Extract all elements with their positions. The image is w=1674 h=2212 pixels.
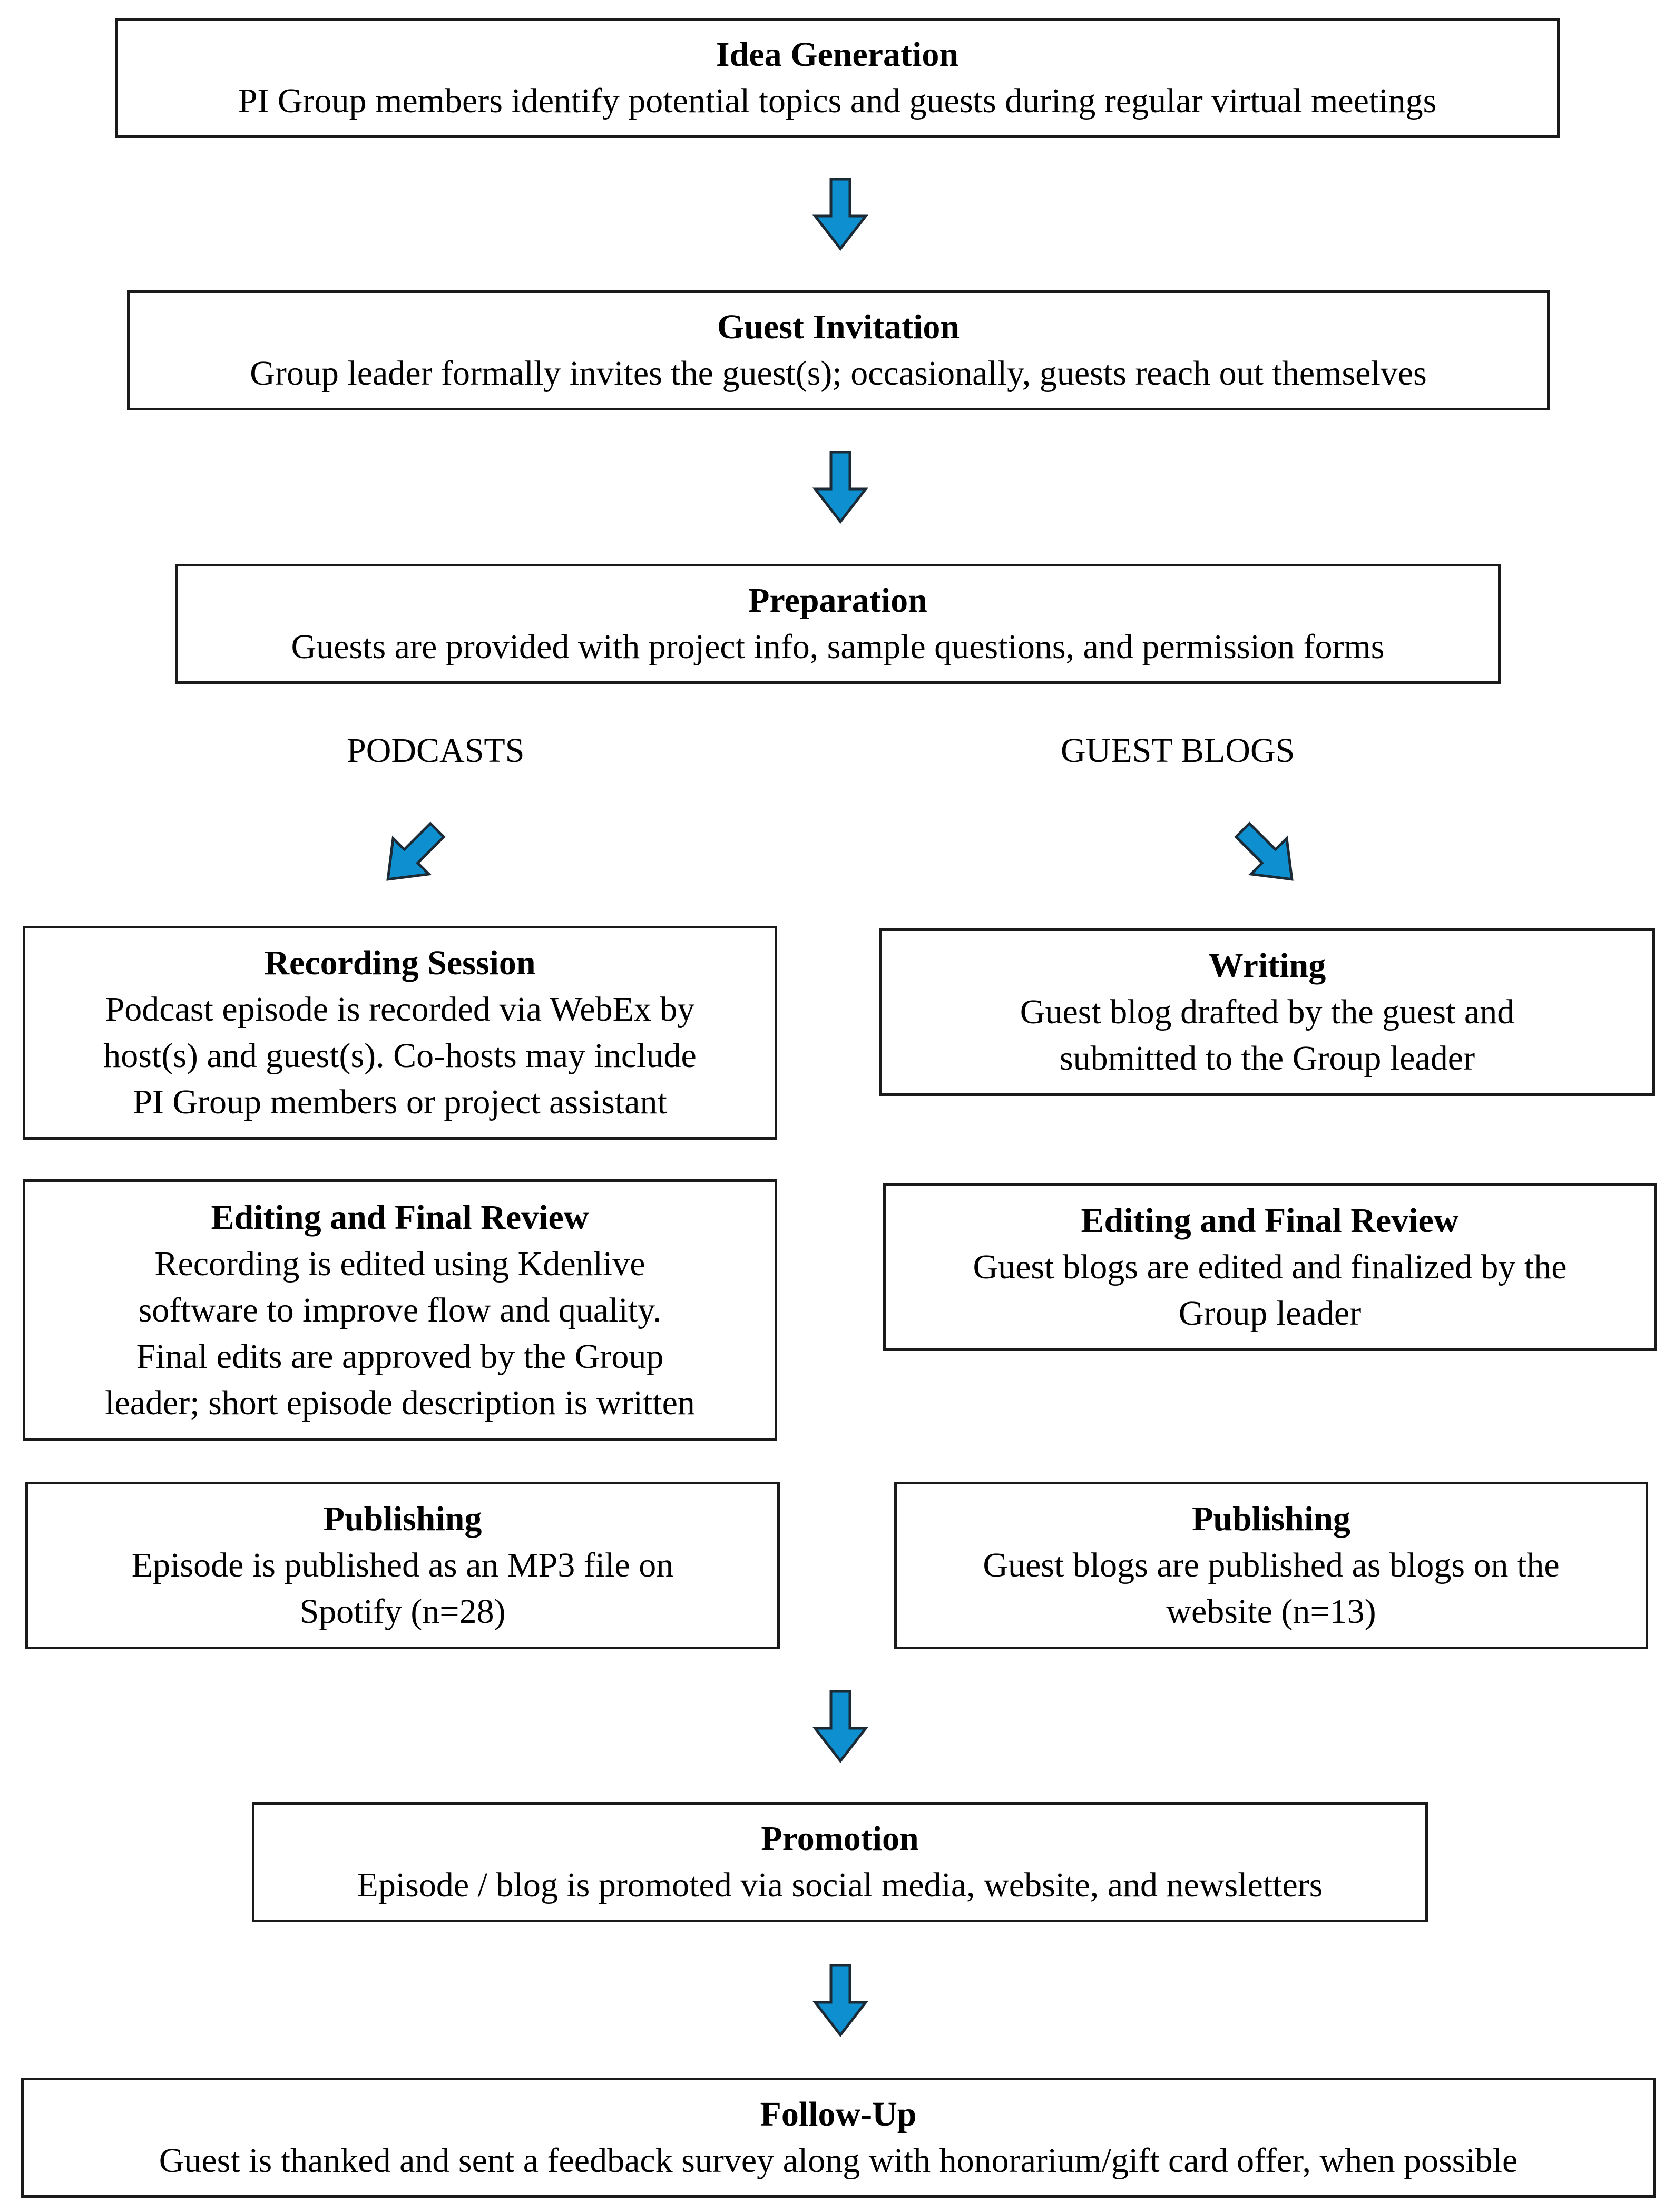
podcast-editing-line: leader; short episode description is wri… xyxy=(105,1383,695,1422)
podcast-editing-line: Recording is edited using Kdenlive xyxy=(154,1244,645,1283)
idea-generation-box: Idea Generation PI Group members identif… xyxy=(115,18,1560,138)
arrow-down-icon xyxy=(788,1960,893,2044)
idea-generation-body: PI Group members identify potential topi… xyxy=(238,82,1437,120)
podcast-publishing-line: Episode is published as an MP3 file on xyxy=(131,1546,674,1584)
follow-up-title: Follow-Up xyxy=(760,2095,917,2133)
recording-session-line: host(s) and guest(s). Co-hosts may inclu… xyxy=(103,1036,697,1075)
blog-editing-box: Editing and Final Review Guest blogs are… xyxy=(883,1183,1657,1351)
arrow-down-icon xyxy=(788,1686,893,1770)
arrow-down-left-icon xyxy=(358,804,464,909)
preparation-body: Guests are provided with project info, s… xyxy=(291,628,1385,666)
preparation-title: Preparation xyxy=(748,581,927,620)
guest-invitation-box: Guest Invitation Group leader formally i… xyxy=(127,290,1550,410)
arrow-down-right-icon xyxy=(1216,804,1321,909)
follow-up-body: Guest is thanked and sent a feedback sur… xyxy=(159,2141,1518,2180)
recording-session-line: PI Group members or project assistant xyxy=(133,1083,667,1121)
writing-line: submitted to the Group leader xyxy=(1059,1039,1475,1078)
writing-box: Writing Guest blog drafted by the guest … xyxy=(879,928,1655,1096)
blog-publishing-line: website (n=13) xyxy=(1166,1592,1376,1631)
podcast-editing-title: Editing and Final Review xyxy=(211,1198,589,1237)
writing-title: Writing xyxy=(1208,946,1326,985)
podcast-editing-box: Editing and Final Review Recording is ed… xyxy=(23,1179,777,1441)
promotion-box: Promotion Episode / blog is promoted via… xyxy=(252,1802,1428,1922)
podcast-editing-line: software to improve flow and quality. xyxy=(138,1290,662,1329)
recording-session-line: Podcast episode is recorded via WebEx by xyxy=(105,990,695,1029)
blog-publishing-box: Publishing Guest blogs are published as … xyxy=(894,1482,1648,1649)
podcast-publishing-line: Spotify (n=28) xyxy=(299,1592,506,1631)
recording-session-title: Recording Session xyxy=(264,944,536,982)
idea-generation-title: Idea Generation xyxy=(716,35,959,74)
recording-session-box: Recording Session Podcast episode is rec… xyxy=(23,926,777,1140)
writing-line: Guest blog drafted by the guest and xyxy=(1020,993,1515,1031)
follow-up-box: Follow-Up Guest is thanked and sent a fe… xyxy=(21,2078,1656,2198)
blog-publishing-line: Guest blogs are published as blogs on th… xyxy=(983,1546,1560,1584)
guest-invitation-title: Guest Invitation xyxy=(717,308,960,346)
blog-editing-title: Editing and Final Review xyxy=(1081,1201,1459,1240)
blog-publishing-title: Publishing xyxy=(1192,1500,1350,1538)
podcast-editing-line: Final edits are approved by the Group xyxy=(136,1337,664,1376)
guest-invitation-body: Group leader formally invites the guest(… xyxy=(250,354,1427,393)
blog-editing-line: Guest blogs are edited and finalized by … xyxy=(973,1248,1567,1286)
arrow-down-icon xyxy=(788,447,893,531)
podcast-publishing-box: Publishing Episode is published as an MP… xyxy=(25,1482,780,1649)
preparation-box: Preparation Guests are provided with pro… xyxy=(175,564,1501,684)
promotion-body: Episode / blog is promoted via social me… xyxy=(357,1866,1323,1904)
podcasts-label: PODCASTS xyxy=(347,731,525,770)
guest-blogs-label: GUEST BLOGS xyxy=(1061,731,1295,770)
arrow-down-icon xyxy=(788,174,893,258)
promotion-title: Promotion xyxy=(761,1819,919,1858)
blog-editing-line: Group leader xyxy=(1178,1294,1362,1333)
podcast-publishing-title: Publishing xyxy=(323,1500,482,1538)
